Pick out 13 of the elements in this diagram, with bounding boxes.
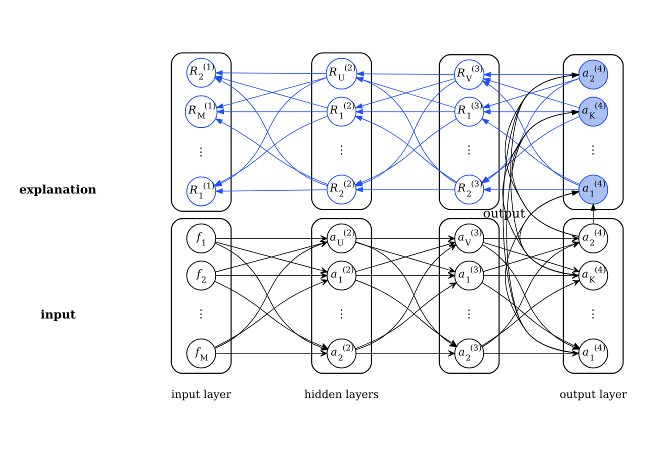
label: ⋮ (336, 142, 348, 156)
label: ⋮ (336, 306, 348, 320)
label: ⋮ (196, 306, 207, 320)
label: ⋮ (588, 306, 599, 320)
label: input layer (171, 387, 232, 400)
label: ⋮ (464, 142, 475, 156)
label: output layer (560, 387, 627, 400)
label: ⋮ (196, 144, 207, 158)
label: hidden layers (304, 387, 379, 400)
label: input (40, 306, 76, 321)
label: explanation (19, 182, 96, 196)
label: ⋮ (464, 306, 475, 320)
label: ⋮ (588, 142, 599, 156)
